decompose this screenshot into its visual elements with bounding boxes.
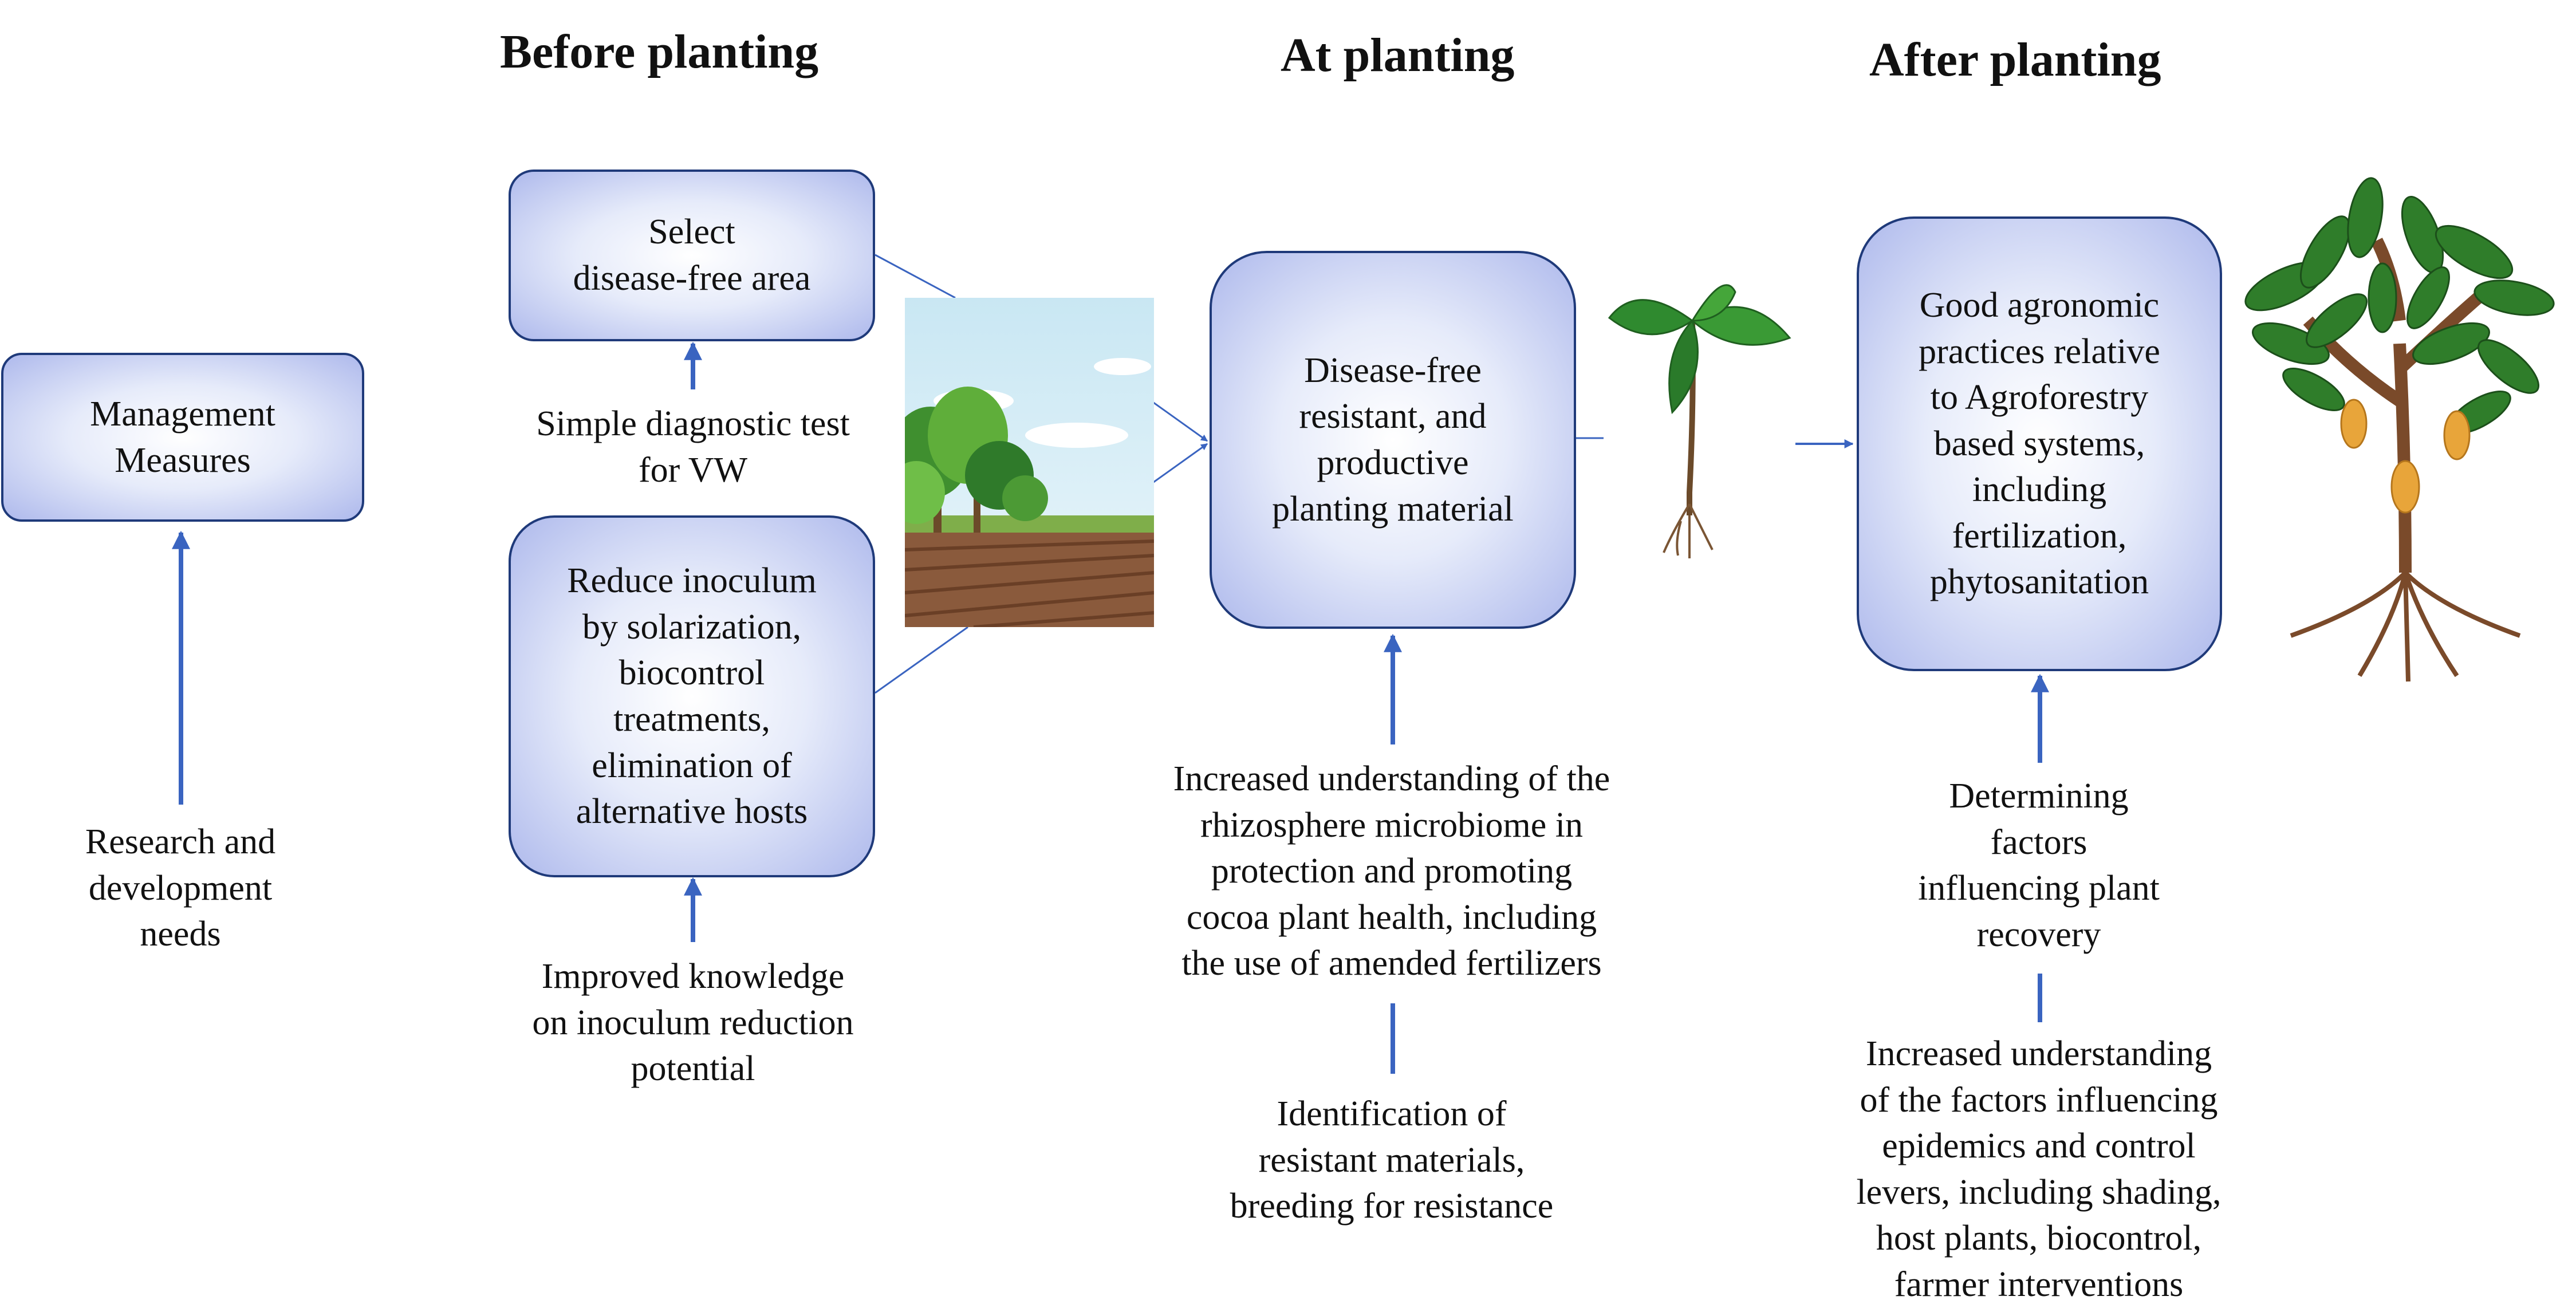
- microbiome-line-4: cocoa plant health, including: [1186, 897, 1597, 937]
- heading-at-planting: At planting: [1281, 29, 1515, 82]
- agronomic-line-4: based systems,: [1933, 424, 2145, 463]
- management-line-2: Measures: [115, 440, 251, 480]
- microbiome-line-2: rhizosphere microbiome in: [1200, 805, 1583, 845]
- reduce-line-5: elimination of: [592, 746, 792, 785]
- knowledge-line-1: Improved knowledge: [541, 957, 845, 996]
- resistance-line-2: resistant materials,: [1258, 1140, 1525, 1180]
- diagnostic-line-2: for VW: [639, 450, 747, 490]
- knowledge-line-3: potential: [631, 1049, 755, 1089]
- knowledge-line-2: on inoculum reduction: [532, 1003, 854, 1042]
- microbiome-note: Increased understanding of the rhizosphe…: [1134, 756, 1649, 987]
- planting-line-4: planting material: [1272, 489, 1514, 529]
- epidemics-line-6: farmer interventions: [1894, 1264, 2184, 1304]
- resistance-line-1: Identification of: [1277, 1094, 1507, 1133]
- knowledge-note: Improved knowledge on inoculum reduction…: [493, 954, 893, 1092]
- select-area-box: Select disease-free area: [509, 170, 875, 341]
- agronomic-line-1: Good agronomic: [1919, 285, 2160, 325]
- microbiome-line-1: Increased understanding of the: [1173, 759, 1610, 798]
- link-reduce-to-field: [875, 626, 968, 694]
- reduce-line-6: alternative hosts: [576, 792, 808, 832]
- heading-before-planting: Before planting: [500, 25, 819, 78]
- recovery-note: Determining factors influencing plant re…: [1861, 773, 2216, 958]
- select-line-2: disease-free area: [573, 259, 811, 298]
- reduce-line-2: by solarization,: [582, 607, 802, 647]
- agronomic-line-5: including: [1972, 470, 2107, 510]
- reduce-inoculum-box: Reduce inoculum by solarization, biocont…: [509, 515, 875, 877]
- recovery-line-2: factors: [1990, 822, 2087, 862]
- agronomic-line-3: to Agroforestry: [1930, 378, 2149, 417]
- agronomic-line-6: fertilization,: [1952, 516, 2127, 555]
- epidemics-line-5: host plants, biocontrol,: [1876, 1219, 2202, 1258]
- diagnostic-line-1: Simple diagnostic test: [536, 404, 850, 443]
- heading-after-planting: After planting: [1869, 33, 2161, 86]
- diagnostic-note: Simple diagnostic test for VW: [493, 401, 893, 493]
- agronomic-line-7: phytosanitation: [1929, 562, 2149, 602]
- management-line-1: Management: [90, 394, 275, 434]
- epidemics-line-4: levers, including shading,: [1856, 1172, 2221, 1212]
- epidemics-line-2: of the factors influencing: [1860, 1080, 2218, 1120]
- select-line-1: Select: [648, 212, 735, 252]
- recovery-line-4: recovery: [1976, 915, 2101, 954]
- field-illustration: [905, 298, 1154, 627]
- recovery-line-3: influencing plant: [1918, 869, 2160, 908]
- planting-line-2: resistant, and: [1299, 397, 1487, 436]
- agronomic-practices-box: Good agronomic practices relative to Agr…: [1857, 216, 2222, 671]
- planting-line-1: Disease-free: [1304, 350, 1482, 390]
- microbiome-line-3: protection and promoting: [1211, 852, 1573, 891]
- planting-material-box: Disease-free resistant, and productive p…: [1210, 251, 1576, 629]
- resistance-note: Identification of resistant materials, b…: [1191, 1091, 1592, 1230]
- recovery-line-1: Determining: [1949, 777, 2129, 815]
- reduce-line-3: biocontrol: [619, 653, 765, 693]
- research-line-3: needs: [140, 915, 221, 954]
- link-field-to-planting-a: [1151, 400, 1208, 442]
- research-line-1: Research and: [85, 822, 276, 861]
- planting-line-3: productive: [1317, 443, 1469, 482]
- epidemics-line-1: Increased understanding: [1865, 1034, 2212, 1073]
- link-field-to-planting-b: [1151, 443, 1208, 485]
- reduce-line-4: treatments,: [613, 700, 770, 739]
- cocoa-tree-illustration: [2244, 177, 2555, 682]
- epidemics-note: Increased understanding of the factors i…: [1821, 1031, 2256, 1308]
- epidemics-line-3: epidemics and control: [1882, 1126, 2196, 1166]
- reduce-line-1: Reduce inoculum: [567, 561, 817, 601]
- resistance-line-3: breeding for resistance: [1230, 1187, 1554, 1226]
- microbiome-line-5: the use of amended fertilizers: [1181, 944, 1602, 983]
- agronomic-line-2: practices relative: [1919, 332, 2160, 371]
- research-note: Research and development needs: [34, 819, 326, 958]
- seedling-illustration: [1608, 284, 1791, 558]
- link-select-to-field: [875, 254, 956, 299]
- management-measures-box: Management Measures: [1, 353, 364, 522]
- research-line-2: development: [88, 868, 273, 908]
